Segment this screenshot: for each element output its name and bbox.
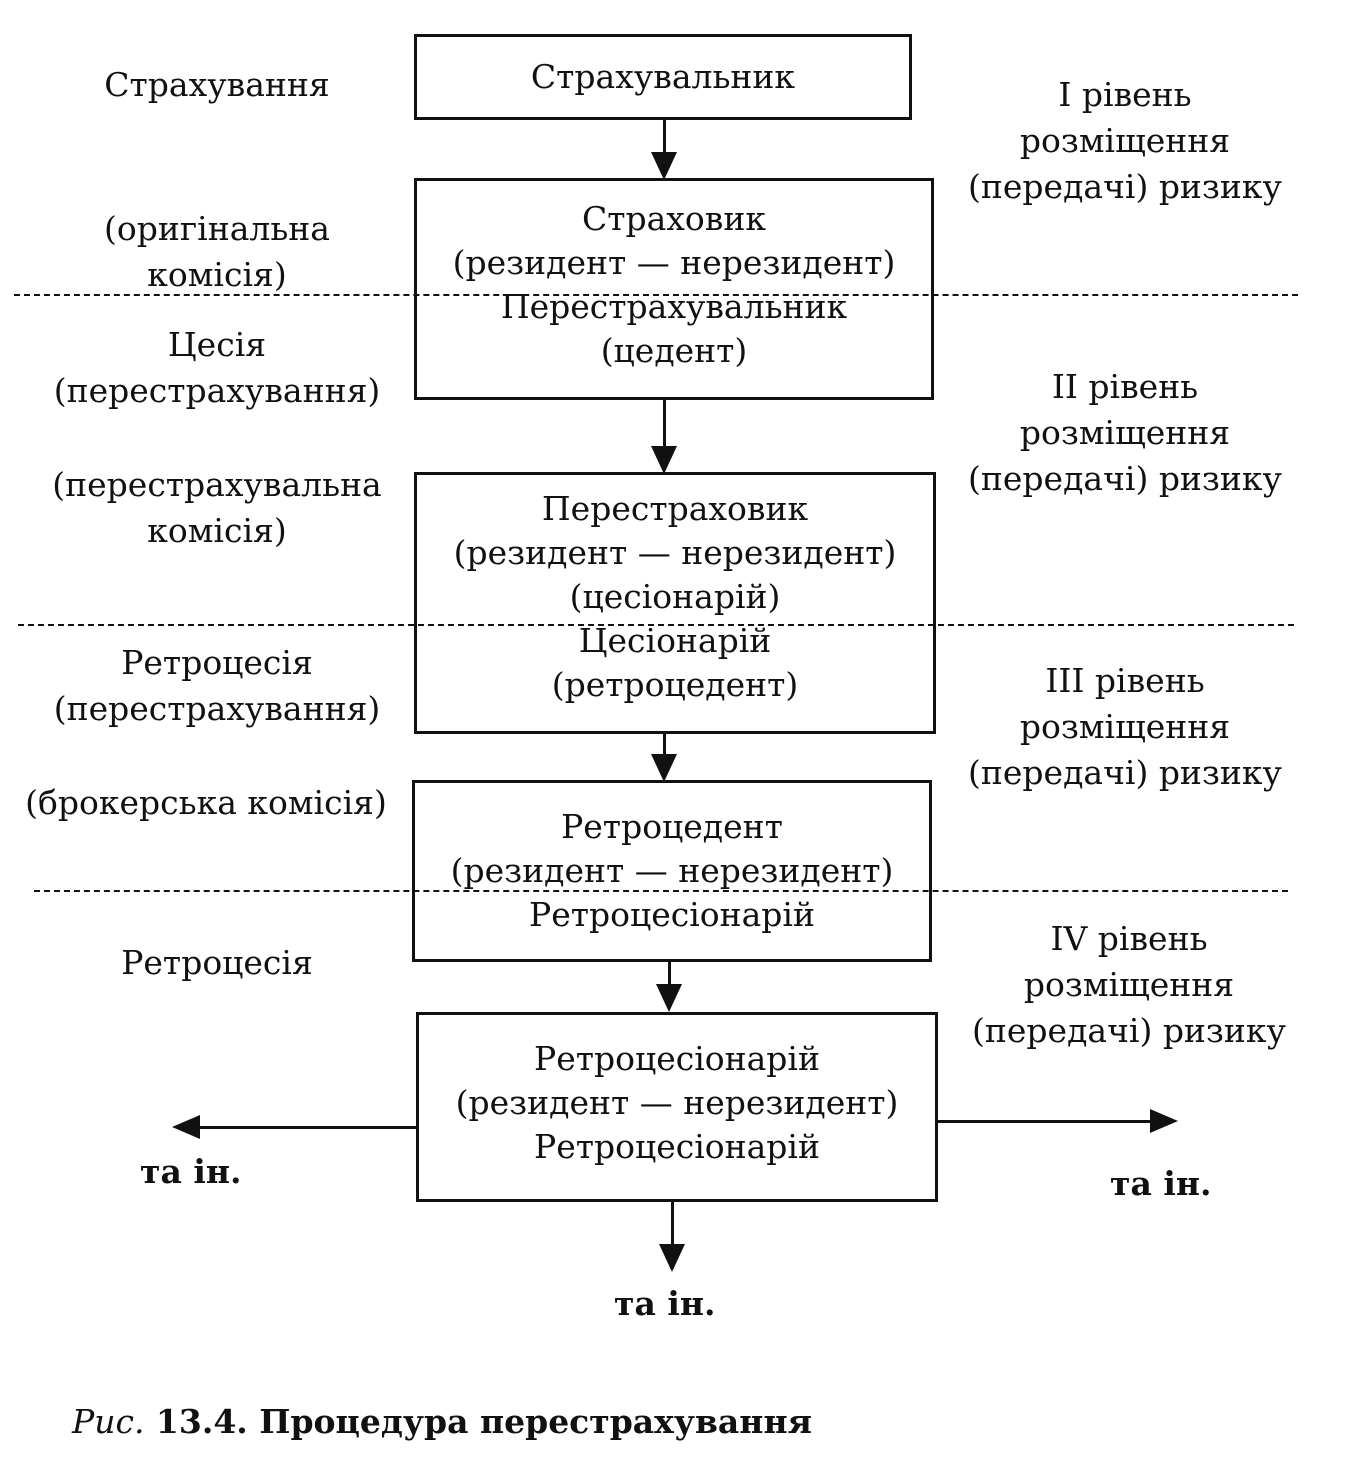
label-level-1-line-2: розміщення (1019, 121, 1231, 160)
box-retrocedent-line-1: Ретроцедент (561, 807, 783, 846)
arrow-4-shaft (668, 962, 671, 986)
box-reinsurer-line-2: (резидент — нерезидент) (453, 533, 897, 572)
label-reinsurance-commission: (перестрахувальна комісія) (20, 462, 414, 554)
arrow-1-head (651, 152, 677, 180)
label-level-3-line-1: ІІІ рівень (1045, 661, 1205, 700)
box-insured: Страхувальник (414, 34, 912, 120)
arrow-2-shaft (663, 400, 666, 448)
box-reinsurer-line-4: Цесіонарій (578, 621, 772, 660)
label-etc-right: та ін. (1110, 1164, 1212, 1203)
arrow-1-shaft (663, 120, 666, 154)
label-reinsurance-commission-line-1: (перестрахувальна (52, 465, 382, 504)
label-level-4-line-2: розміщення (1023, 965, 1235, 1004)
label-retrocession-1-line-2: (перестрахування) (53, 689, 381, 728)
arrow-3-shaft (663, 734, 666, 758)
label-level-4-line-1: ІV рівень (1050, 919, 1208, 958)
arrow-4-head (656, 984, 682, 1012)
level-divider-2 (18, 624, 1294, 626)
label-original-commission-line-2: комісія) (147, 255, 287, 294)
box-retrocedent-line-3: Ретроцесіонарій (529, 895, 815, 934)
label-reinsurance-commission-line-2: комісія) (147, 511, 287, 550)
figure-caption-text: 13.4. Процедура перестрахування (144, 1402, 812, 1441)
arrow-left-head (172, 1115, 200, 1139)
box-reinsurer-line-1: Перестраховик (541, 489, 809, 528)
arrow-5-shaft (671, 1202, 674, 1246)
label-retrocession-1-line-1: Ретроцесія (121, 643, 313, 682)
label-level-1-line-3: (передачі) ризику (968, 167, 1282, 206)
box-retrocedent-line-2: (резидент — нерезидент) (450, 851, 894, 890)
arrow-3-head (651, 754, 677, 782)
label-cession-line-1: Цесія (167, 325, 267, 364)
label-level-3: ІІІ рівень розміщення (передачі) ризику (944, 658, 1306, 796)
label-retrocession-2-line-1: Ретроцесія (121, 943, 313, 982)
figure-caption-prefix: Рис. (72, 1402, 145, 1441)
arrow-5-head (659, 1244, 685, 1272)
box-retrocessionaire-line-2: (резидент — нерезидент) (455, 1083, 899, 1122)
label-level-1: І рівень розміщення (передачі) ризику (944, 72, 1306, 210)
level-divider-1 (14, 294, 1298, 296)
label-retrocession-2: Ретроцесія (30, 940, 404, 986)
box-insurer: Страховик (резидент — нерезидент) Перест… (414, 178, 934, 400)
box-retrocessionaire-line-1: Ретроцесіонарій (534, 1039, 820, 1078)
label-insurance: Страхування (30, 62, 404, 108)
label-original-commission-line-1: (оригінальна (104, 209, 330, 248)
level-divider-3 (34, 890, 1288, 892)
label-retrocession-1: Ретроцесія (перестрахування) (20, 640, 414, 732)
box-insured-line-1: Страхувальник (530, 57, 796, 96)
box-retrocessionaire: Ретроцесіонарій (резидент — нерезидент) … (416, 1012, 938, 1202)
box-insurer-line-1: Страховик (582, 199, 766, 238)
box-reinsurer-line-5: (ретроцедент) (551, 665, 799, 704)
label-level-1-line-1: І рівень (1058, 75, 1192, 114)
arrow-right-shaft (938, 1120, 1152, 1123)
label-broker-commission: (брокерська комісія) (4, 780, 408, 826)
box-reinsurer-line-3: (цесіонарій) (569, 577, 781, 616)
box-reinsurer: Перестраховик (резидент — нерезидент) (ц… (414, 472, 936, 734)
label-broker-commission-line-1: (брокерська комісія) (25, 783, 387, 822)
label-level-3-line-2: розміщення (1019, 707, 1231, 746)
label-etc-bottom: та ін. (614, 1284, 716, 1323)
label-level-2-line-2: розміщення (1019, 413, 1231, 452)
label-etc-left: та ін. (140, 1152, 242, 1191)
label-cession-line-2: (перестрахування) (53, 371, 381, 410)
box-retrocedent: Ретроцедент (резидент — нерезидент) Ретр… (412, 780, 932, 962)
arrow-left-shaft (198, 1126, 416, 1129)
box-retrocessionaire-line-3: Ретроцесіонарій (534, 1127, 820, 1166)
box-insurer-line-2: (резидент — нерезидент) (452, 243, 896, 282)
label-level-4-line-3: (передачі) ризику (972, 1011, 1286, 1050)
label-original-commission: (оригінальна комісія) (30, 206, 404, 298)
box-insurer-line-3: Перестрахувальник (500, 287, 848, 326)
label-level-2-line-3: (передачі) ризику (968, 459, 1282, 498)
label-level-2-line-1: ІІ рівень (1051, 367, 1199, 406)
label-level-2: ІІ рівень розміщення (передачі) ризику (944, 364, 1306, 502)
arrow-2-head (651, 446, 677, 474)
label-insurance-line-1: Страхування (104, 65, 330, 104)
arrow-right-head (1150, 1109, 1178, 1133)
label-level-4: ІV рівень розміщення (передачі) ризику (948, 916, 1310, 1054)
box-insurer-line-4: (цедент) (600, 331, 748, 370)
figure-caption: Рис. 13.4. Процедура перестрахування (72, 1402, 812, 1441)
label-level-3-line-3: (передачі) ризику (968, 753, 1282, 792)
label-cession: Цесія (перестрахування) (30, 322, 404, 414)
